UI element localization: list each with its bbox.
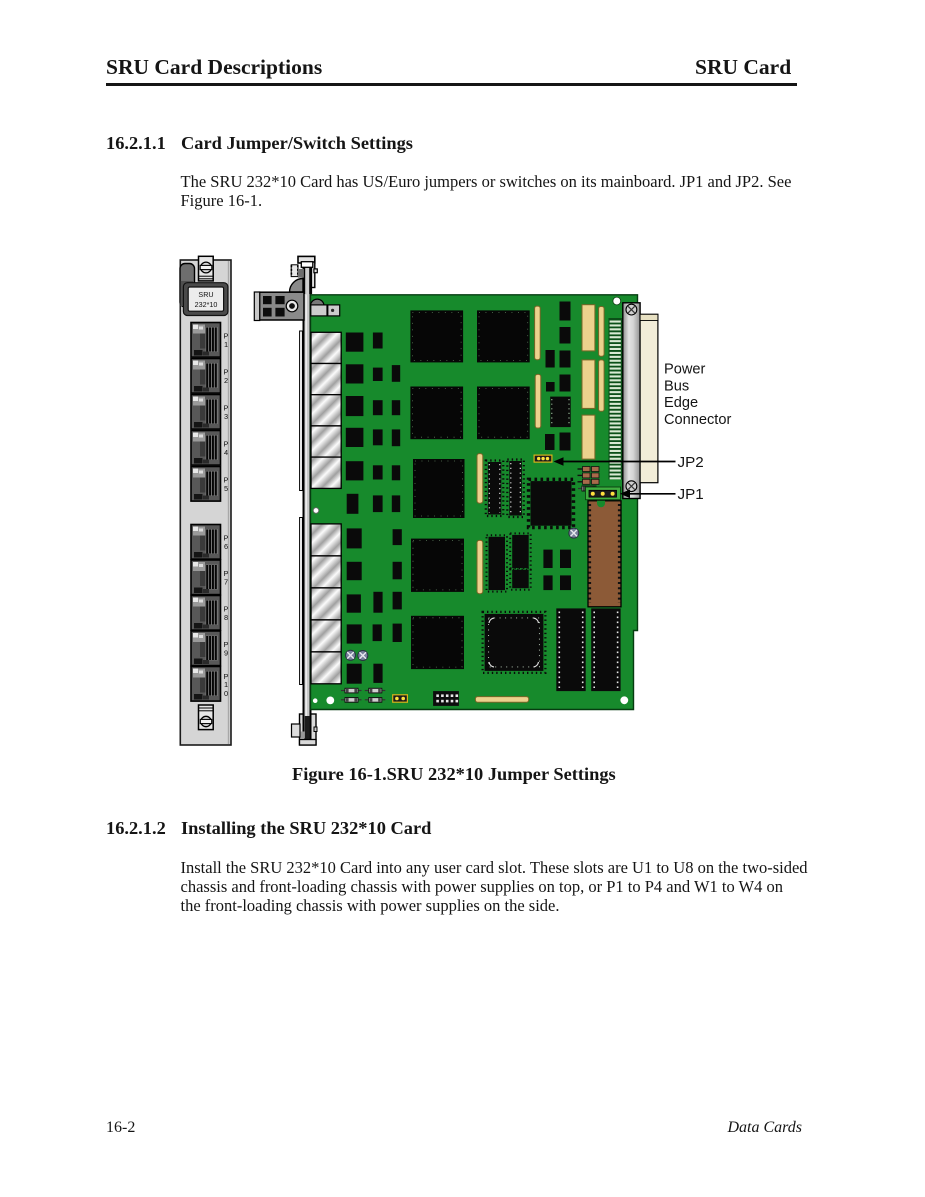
- svg-text:Power: Power: [664, 362, 706, 378]
- svg-text:Bus: Bus: [664, 378, 689, 394]
- svg-text:6: 6: [224, 542, 228, 551]
- svg-text:SRU: SRU: [198, 290, 213, 299]
- svg-text:P: P: [224, 640, 229, 649]
- svg-text:4: 4: [224, 448, 228, 457]
- svg-text:232*10: 232*10: [195, 300, 218, 309]
- svg-text:JP1: JP1: [678, 486, 704, 503]
- svg-text:P: P: [224, 672, 229, 681]
- svg-text:Connector: Connector: [664, 412, 731, 428]
- svg-text:1: 1: [224, 680, 228, 689]
- svg-text:1: 1: [224, 340, 228, 349]
- svg-text:JP2: JP2: [678, 454, 704, 471]
- svg-text:Edge: Edge: [664, 395, 698, 411]
- svg-text:P: P: [224, 605, 229, 614]
- svg-text:P: P: [224, 368, 229, 377]
- svg-text:8: 8: [224, 613, 228, 622]
- svg-text:P: P: [224, 332, 229, 341]
- svg-text:P: P: [224, 404, 229, 413]
- svg-text:0: 0: [224, 689, 228, 698]
- svg-text:7: 7: [224, 577, 228, 586]
- svg-text:P: P: [224, 476, 229, 485]
- svg-text:P: P: [224, 534, 229, 543]
- svg-text:P: P: [224, 440, 229, 449]
- svg-text:5: 5: [224, 484, 228, 493]
- svg-text:3: 3: [224, 412, 228, 421]
- svg-text:9: 9: [224, 648, 228, 657]
- svg-text:2: 2: [224, 376, 228, 385]
- svg-text:P: P: [224, 569, 229, 578]
